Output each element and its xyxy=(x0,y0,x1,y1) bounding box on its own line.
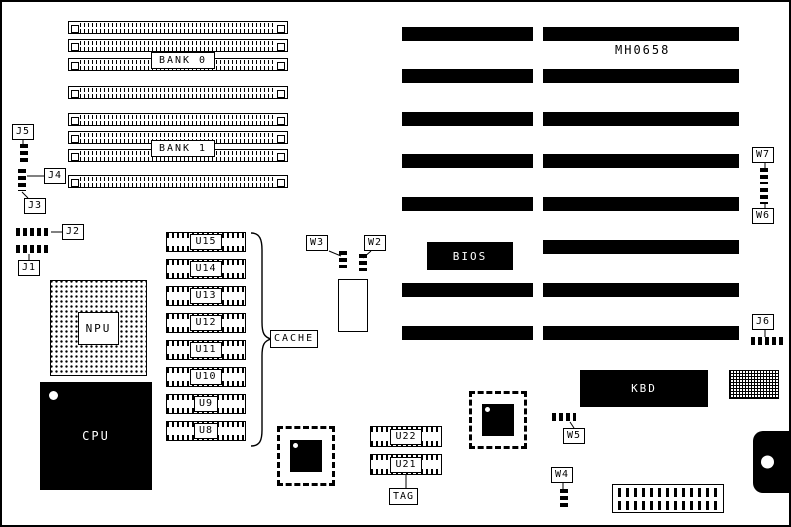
bank1-label: BANK 1 xyxy=(151,140,215,157)
cache-chip-u8: U8 xyxy=(166,421,246,441)
cache-chip-u8-label: U8 xyxy=(193,423,219,439)
simm-slot-bank0-1 xyxy=(68,21,288,34)
jumper-label-w4: W4 xyxy=(551,467,574,483)
plcc-socket-right xyxy=(469,391,527,449)
jumper-label-j4: J4 xyxy=(44,168,67,184)
jumper-w5-pads xyxy=(552,413,576,421)
cache-group-label: CACHE xyxy=(270,330,319,348)
jumper-label-j5: J5 xyxy=(12,124,35,140)
isa-slot-short-1 xyxy=(402,27,533,41)
cache-brace xyxy=(250,232,274,447)
jumper-j1-pads xyxy=(16,245,50,253)
jumper-w4-pads xyxy=(560,489,568,507)
isa-slot-long-2 xyxy=(543,69,739,83)
board-part-number: MH0658 xyxy=(615,43,671,57)
isa-slot-long-6 xyxy=(543,240,739,254)
jumper-w3-pads xyxy=(339,251,347,268)
simm-slot-bank1-4 xyxy=(68,175,288,188)
isa-slot-short-2 xyxy=(402,69,533,83)
bank0-label: BANK 0 xyxy=(151,52,215,69)
bios-chip: BIOS xyxy=(427,242,513,270)
plcc-die-left xyxy=(290,440,322,472)
plcc-socket-left xyxy=(277,426,335,486)
jumper-label-j3: J3 xyxy=(24,198,47,214)
jumper-j6-pads xyxy=(751,337,784,345)
cache-chip-u11-label: U11 xyxy=(190,342,222,358)
cache-chip-u9: U9 xyxy=(166,394,246,414)
isa-slot-short-3 xyxy=(402,112,533,126)
npu-chip-label: NPU xyxy=(77,311,120,345)
simm-slot-bank1-1 xyxy=(68,113,288,126)
jumper-label-j6: J6 xyxy=(752,314,775,330)
cache-chip-u15: U15 xyxy=(166,232,246,252)
jumper-label-w6: W6 xyxy=(752,208,775,224)
cache-chip-u13: U13 xyxy=(166,286,246,306)
cache-chip-u9-label: U9 xyxy=(193,396,219,412)
pin-header-connector xyxy=(612,484,724,513)
kbd-controller-chip: KBD xyxy=(580,370,708,407)
cache-chip-u13-label: U13 xyxy=(190,288,222,304)
keyboard-din-connector xyxy=(753,431,789,493)
jumper-j2-pads xyxy=(16,228,50,236)
oscillator-outline xyxy=(338,279,368,332)
simm-slot-bank0-2 xyxy=(68,39,288,52)
jumper-w6-pads xyxy=(760,188,768,204)
isa-slot-long-5 xyxy=(543,197,739,211)
cpu-chip: CPU xyxy=(40,382,152,490)
simm-slot-bank0-4 xyxy=(68,86,288,99)
isa-slot-short-7 xyxy=(402,283,533,297)
cache-chip-u14: U14 xyxy=(166,259,246,279)
isa-slot-long-1 xyxy=(543,27,739,41)
cache-chip-u14-label: U14 xyxy=(190,261,222,277)
jumper-label-w7: W7 xyxy=(752,147,775,163)
isa-slot-short-8 xyxy=(402,326,533,340)
cache-chip-u11: U11 xyxy=(166,340,246,360)
cache-chip-u12-label: U12 xyxy=(190,315,222,331)
cache-chip-u10-label: U10 xyxy=(190,369,222,385)
isa-slot-long-8 xyxy=(543,326,739,340)
jumper-label-w2: W2 xyxy=(364,235,387,251)
jumper-label-j2: J2 xyxy=(62,224,85,240)
cache-chip-u15-label: U15 xyxy=(190,234,222,250)
tag-chip-u21: U21 xyxy=(370,454,442,475)
isa-slot-long-4 xyxy=(543,154,739,168)
hatched-connector-block xyxy=(729,370,779,399)
jumper-j4-pads xyxy=(18,169,26,191)
cache-chip-u12: U12 xyxy=(166,313,246,333)
tag-group-label: TAG xyxy=(389,488,419,505)
jumper-label-w3: W3 xyxy=(306,235,329,251)
jumper-w2-pads xyxy=(359,254,367,271)
isa-slot-short-5 xyxy=(402,197,533,211)
isa-slot-long-7 xyxy=(543,283,739,297)
isa-slot-long-3 xyxy=(543,112,739,126)
jumper-label-w5: W5 xyxy=(563,428,586,444)
tag-chip-u22-label: U22 xyxy=(390,428,422,445)
jumper-label-j1: J1 xyxy=(18,260,41,276)
cache-chip-u10: U10 xyxy=(166,367,246,387)
isa-slot-short-4 xyxy=(402,154,533,168)
plcc-die-right xyxy=(482,404,514,436)
tag-chip-u21-label: U21 xyxy=(390,456,422,473)
npu-socket: NPU xyxy=(50,280,147,376)
tag-chip-u22: U22 xyxy=(370,426,442,447)
jumper-w7-pads xyxy=(760,168,768,184)
jumper-j5-pads xyxy=(20,144,28,164)
